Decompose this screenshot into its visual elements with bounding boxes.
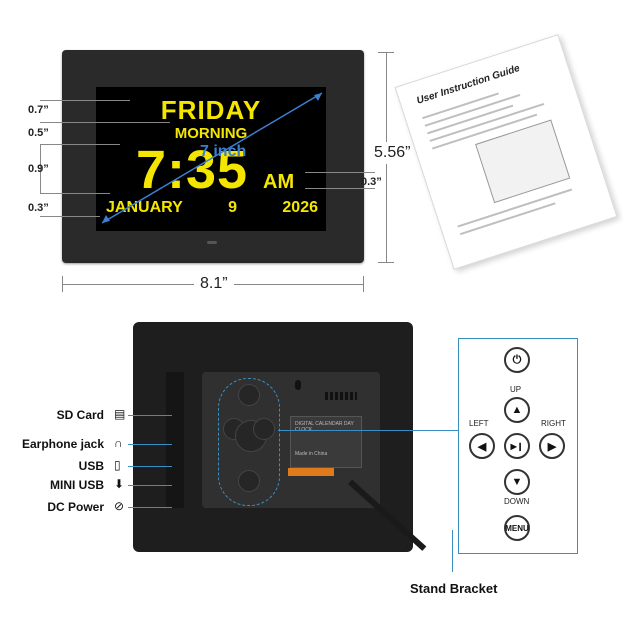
instruction-manual: User Instruction Guide — [394, 34, 618, 270]
measure-line-5 — [40, 216, 100, 217]
right-button[interactable]: ▶ — [539, 433, 565, 459]
width-tick-right — [363, 276, 364, 292]
diagonal-arrow — [101, 92, 323, 224]
button-area-highlight — [218, 378, 280, 506]
port-label-mini-usb: MINI USB — [50, 478, 104, 492]
display-date: 9 — [228, 199, 238, 216]
mini-usb-icon: ⬇ — [114, 477, 125, 491]
play-pause-button[interactable]: ▶❙ — [504, 433, 530, 459]
arrow-up-icon: ▲ — [511, 404, 523, 416]
measure-line-1 — [40, 100, 130, 101]
display-year: 2026 — [282, 199, 318, 216]
measure-line-r2 — [305, 188, 375, 189]
manual-text-line — [459, 202, 556, 236]
width-label: 8.1” — [194, 275, 234, 293]
wall-mount-hole — [295, 380, 301, 390]
play-pause-icon: ▶❙ — [510, 441, 524, 451]
port-strip — [166, 372, 184, 508]
stand-leader-line — [452, 530, 453, 572]
left-button[interactable]: ◀ — [469, 433, 495, 459]
back-button-right — [253, 418, 275, 440]
status-led — [207, 241, 217, 244]
button-panel-connector — [278, 430, 458, 431]
leader-line-mini-usb — [128, 485, 172, 486]
sd-card-icon: ▤ — [114, 407, 126, 421]
label-down: DOWN — [504, 497, 530, 506]
measure-0-3-left: 0.3” — [28, 202, 49, 214]
sticker-origin: Made in China — [295, 451, 328, 457]
height-label: 5.56” — [374, 142, 411, 164]
power-button[interactable]: ⏻ — [504, 347, 530, 373]
menu-button[interactable]: MENU — [504, 515, 530, 541]
up-button[interactable]: ▲ — [504, 397, 530, 423]
leader-line-usb — [128, 466, 172, 467]
measure-0-5: 0.5” — [28, 127, 49, 139]
back-button-bottom — [238, 470, 260, 492]
usb-icon: ▯ — [114, 458, 121, 472]
button-panel: ⏻ UP ▲ LEFT RIGHT ◀ ▶❙ ▶ ▼ DOWN MENU — [458, 338, 578, 554]
speaker-vent — [325, 392, 357, 400]
port-label-dc: DC Power — [47, 500, 104, 514]
warning-sticker — [288, 468, 334, 476]
dc-plug-icon: ⊘ — [114, 499, 125, 513]
label-right: RIGHT — [541, 419, 566, 428]
display-date-row: JANUARY 9 2026 — [106, 199, 318, 217]
port-label-sd: SD Card — [56, 408, 104, 422]
product-label-sticker: DIGITAL CALENDAR DAY CLOCK Made in China — [290, 416, 362, 468]
arrow-down-icon: ▼ — [511, 476, 523, 488]
arrow-left-icon: ◀ — [477, 440, 487, 453]
port-label-earphone: Earphone jack — [21, 437, 104, 451]
sticker-title: DIGITAL CALENDAR DAY CLOCK — [295, 421, 354, 433]
measure-line-4 — [40, 193, 110, 194]
stand-bracket-label: Stand Bracket — [410, 581, 498, 596]
label-left: LEFT — [469, 419, 489, 428]
measure-line-2 — [40, 122, 170, 123]
back-button-top — [238, 384, 260, 406]
measure-0-3-right: 0.3” — [361, 176, 382, 188]
headphone-icon: ∩ — [114, 436, 123, 450]
measure-line-r1 — [305, 172, 375, 173]
measure-0-9: 0.9” — [28, 163, 49, 175]
width-tick-left — [62, 276, 63, 292]
leader-line-earphone — [128, 444, 172, 445]
port-label-usb: USB — [78, 459, 104, 473]
display-period: MORNING — [174, 125, 248, 142]
display-day: FRIDAY — [160, 95, 262, 125]
display-ampm: AM — [263, 171, 295, 193]
leader-line-sd — [128, 415, 172, 416]
measure-line-3 — [40, 144, 120, 145]
arrow-right-icon: ▶ — [547, 440, 557, 453]
power-icon: ⏻ — [512, 353, 522, 366]
height-tick-bottom — [378, 262, 394, 263]
down-button[interactable]: ▼ — [504, 469, 530, 495]
manual-diagram — [475, 119, 571, 204]
measure-0-7: 0.7” — [28, 104, 49, 116]
height-tick-top — [378, 52, 394, 53]
display-month: JANUARY — [106, 199, 183, 216]
leader-line-dc — [128, 507, 172, 508]
label-up: UP — [510, 385, 522, 394]
measure-line-v — [40, 144, 41, 193]
